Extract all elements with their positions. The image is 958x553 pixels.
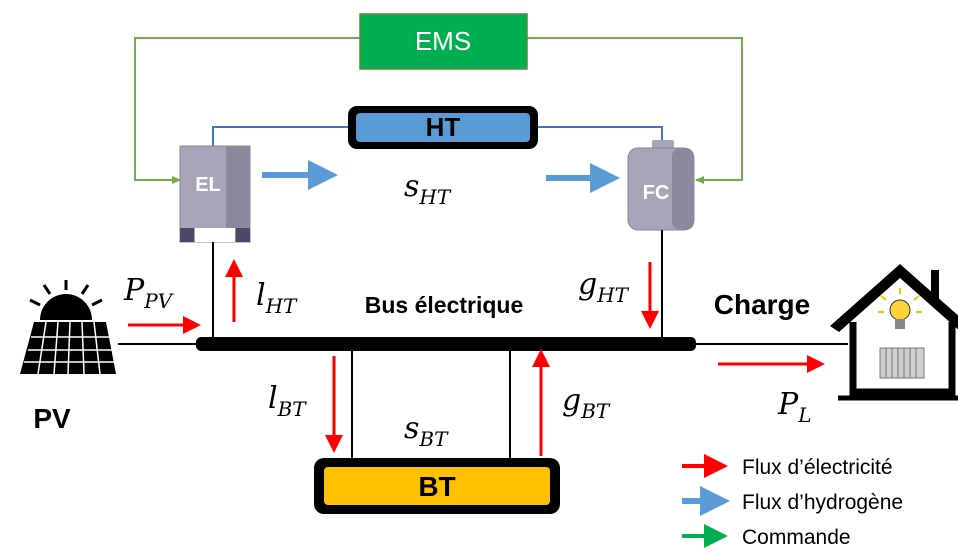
legend: Flux d’électricité Flux d’hydrogène Comm…	[682, 454, 903, 549]
bus-label: Bus électrique	[365, 292, 524, 318]
legend-item-electricity: Flux d’électricité	[682, 454, 893, 479]
g-bt-label: gBT	[562, 383, 611, 423]
l-ht-label: lHT	[256, 278, 298, 318]
fc-label: FC	[643, 182, 670, 204]
l-bt-label: lBT	[268, 381, 307, 421]
light-bulb-icon	[878, 288, 922, 329]
s-bt-label: sBT	[404, 411, 449, 451]
ht-storage: HT	[348, 106, 538, 149]
p-l-label: PL	[777, 387, 811, 427]
legend-label-electricity: Flux d’électricité	[742, 456, 893, 479]
ems-to-fc-command-line	[527, 37, 743, 184]
ems-to-el-command-line	[134, 37, 360, 184]
bt-storage: BT	[314, 458, 560, 514]
ems-label: EMS	[415, 26, 471, 56]
ht-label: HT	[426, 112, 461, 142]
el-to-ht-pipe	[212, 126, 350, 146]
house-icon	[830, 264, 958, 401]
legend-label-hydrogen: Flux d’hydrogène	[742, 491, 903, 514]
radiator-icon	[879, 347, 925, 379]
legend-label-command: Commande	[742, 526, 851, 549]
charge-label: Charge	[714, 289, 810, 320]
ht-to-fc-pipe	[538, 126, 663, 146]
sun-icon	[29, 280, 103, 320]
hydrogen-lines	[212, 126, 663, 146]
electrolyzer-icon: EL	[179, 145, 251, 243]
solar-panel-icon: PV	[20, 280, 116, 434]
ems-block: EMS	[359, 13, 528, 70]
s-ht-label: sHT	[404, 169, 452, 209]
command-lines	[134, 37, 743, 184]
g-ht-label: gHT	[578, 267, 630, 307]
p-pv-label: PPV	[123, 273, 175, 313]
electrical-bus	[196, 337, 696, 351]
legend-item-command: Commande	[682, 524, 851, 549]
fuel-cell-icon: FC	[627, 140, 695, 231]
el-label: EL	[195, 174, 221, 196]
bt-label: BT	[418, 471, 455, 502]
legend-item-hydrogen: Flux d’hydrogène	[682, 486, 903, 516]
pv-label: PV	[33, 403, 71, 434]
